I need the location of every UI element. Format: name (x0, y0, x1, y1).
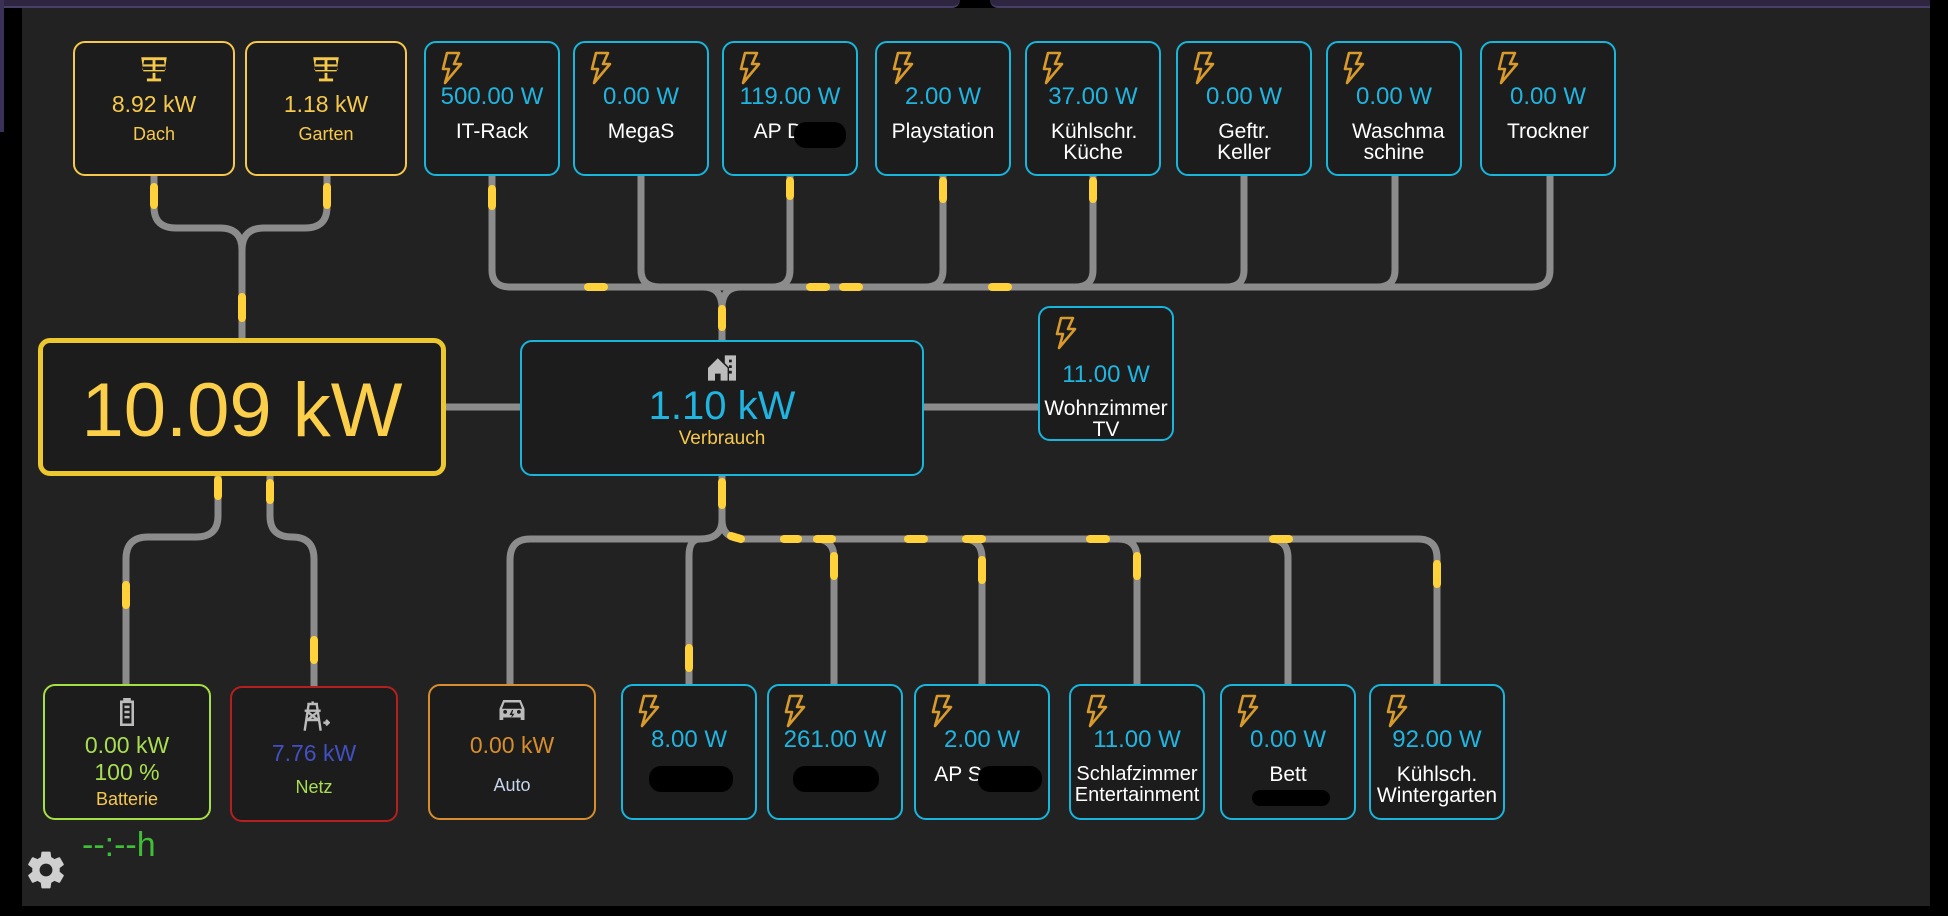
solar-garten-name: Garten (298, 124, 354, 144)
consumer-node-it-rack[interactable]: 500.00 W IT-Rack (424, 41, 560, 176)
consumer-value: 92.00 W (1392, 726, 1482, 753)
consumer-name: Schlafzimmer Entertainment (1074, 763, 1200, 806)
solar-node-garten[interactable]: 1.18 kW Garten (245, 41, 407, 176)
battery-node[interactable]: 0.00 kW 100 % Batterie (43, 684, 211, 820)
lightning-bolt-icon (784, 694, 806, 728)
consumer-value: 11.00 W (1062, 361, 1150, 388)
consumer-value: 8.00 W (650, 726, 728, 753)
top-bar-left (0, 0, 960, 8)
home-icon (708, 355, 736, 381)
consumer-node-wohnzimmer-tv[interactable]: 11.00 W Wohnzimmer TV (1038, 306, 1174, 441)
consumer-node-bottom-1[interactable]: 8.00 W (621, 684, 757, 820)
consumer-node-waschmaschine[interactable]: 0.00 W Waschma schine (1326, 41, 1462, 176)
redaction-mark (794, 122, 846, 148)
consumer-value: 119.00 W (739, 83, 841, 110)
battery-icon (120, 698, 134, 726)
consumer-value: 0.00 W (602, 83, 680, 110)
consumer-value: 0.00 W (1509, 83, 1587, 110)
time-remaining: --:--h (82, 826, 156, 864)
consumer-name: Playstation (891, 120, 995, 143)
consumer-value: 0.00 W (1205, 83, 1283, 110)
car-icon (499, 700, 525, 720)
left-strip (0, 0, 4, 132)
consumer-node-trockner[interactable]: 0.00 W Trockner (1480, 41, 1616, 176)
consumer-node-ap-d[interactable]: 119.00 W AP D (722, 41, 858, 176)
lightning-bolt-icon (638, 694, 660, 728)
lightning-bolt-icon (739, 51, 761, 85)
consumer-value: 500.00 W (440, 83, 544, 110)
lightning-bolt-icon (1042, 51, 1064, 85)
consumer-node-megas[interactable]: 0.00 W MegaS (573, 41, 709, 176)
lightning-bolt-icon (892, 51, 914, 85)
consumer-name: Bett (1269, 763, 1307, 786)
battery-value: 0.00 kW (84, 732, 170, 758)
consumer-value: 261.00 W (783, 726, 887, 753)
consumer-value: 2.00 W (904, 83, 982, 110)
consumer-name: Trockner (1506, 120, 1590, 143)
battery-name: Batterie (95, 789, 159, 809)
consumer-name: Kühlsch. Wintergarten (1376, 763, 1498, 807)
lightning-bolt-icon (590, 51, 612, 85)
consumer-node-ap-s[interactable]: 2.00 W AP S (914, 684, 1050, 820)
lightning-bolt-icon (1193, 51, 1215, 85)
redaction-mark (649, 766, 733, 792)
solar-panel-icon (313, 57, 339, 82)
consumer-node-kuehlschrank-wintergarten[interactable]: 92.00 W Kühlsch. Wintergarten (1369, 684, 1505, 820)
solar-panel-icon (141, 57, 167, 82)
consumer-node-playstation[interactable]: 2.00 W Playstation (875, 41, 1011, 176)
top-bar-right (990, 0, 1930, 8)
car-value: 0.00 kW (469, 732, 555, 758)
home-consumption-value: 1.10 kW (648, 384, 796, 428)
consumer-name: MegaS (607, 120, 675, 143)
consumer-value: 0.00 W (1355, 83, 1433, 110)
grid-node[interactable]: 7.76 kW Netz (230, 686, 398, 822)
solar-dach-name: Dach (132, 124, 176, 144)
lightning-bolt-icon (441, 51, 463, 85)
home-consumption-name: Verbrauch (678, 428, 766, 449)
grid-value: 7.76 kW (271, 740, 357, 766)
consumer-name: IT-Rack (455, 120, 529, 143)
redaction-mark (793, 766, 879, 792)
lightning-bolt-icon (1237, 694, 1259, 728)
solar-node-dach[interactable]: 8.92 kW Dach (73, 41, 235, 176)
consumer-name: Kühlschr. Küche (1051, 120, 1138, 164)
consumer-value: 11.00 W (1093, 726, 1181, 753)
car-node[interactable]: 0.00 kW Auto (428, 684, 596, 820)
consumer-value: 0.00 W (1249, 726, 1327, 753)
lightning-bolt-icon (1497, 51, 1519, 85)
consumer-node-schlafzimmer-entertainment[interactable]: 11.00 W Schlafzimmer Entertainment (1069, 684, 1205, 820)
consumer-name: AP S (934, 763, 982, 786)
consumer-value: 37.00 W (1048, 83, 1138, 110)
consumer-node-bett[interactable]: 0.00 W Bett (1220, 684, 1356, 820)
solar-garten-value: 1.18 kW (283, 91, 369, 117)
lightning-bolt-icon (1343, 51, 1365, 85)
redaction-mark (1252, 790, 1330, 806)
home-consumption-node[interactable]: 1.10 kW Verbrauch (520, 340, 924, 476)
solar-dach-value: 8.92 kW (111, 91, 197, 117)
consumer-name: Geftr. Keller (1217, 120, 1271, 164)
production-total-node[interactable]: 10.09 kW (38, 338, 446, 476)
lightning-bolt-icon (1386, 694, 1408, 728)
gear-icon[interactable] (24, 848, 68, 892)
car-name: Auto (493, 775, 531, 795)
consumer-node-kuehlschrank-kueche[interactable]: 37.00 W Kühlschr. Küche (1025, 41, 1161, 176)
consumer-name: AP D (753, 120, 803, 143)
consumer-name: Waschma schine (1352, 120, 1445, 164)
lightning-bolt-icon (1086, 694, 1108, 728)
battery-percent: 100 % (94, 759, 160, 785)
grid-name: Netz (295, 777, 333, 797)
lightning-bolt-icon (1055, 316, 1077, 350)
consumer-name: Wohnzimmer TV (1044, 397, 1168, 441)
consumer-node-gefrierschrank-keller[interactable]: 0.00 W Geftr. Keller (1176, 41, 1312, 176)
consumer-value: 2.00 W (943, 726, 1021, 753)
consumer-node-bottom-2[interactable]: 261.00 W (767, 684, 903, 820)
power-pylon-icon (303, 701, 330, 731)
redaction-mark (978, 766, 1042, 792)
lightning-bolt-icon (931, 694, 953, 728)
production-total-value: 10.09 kW (81, 368, 403, 453)
